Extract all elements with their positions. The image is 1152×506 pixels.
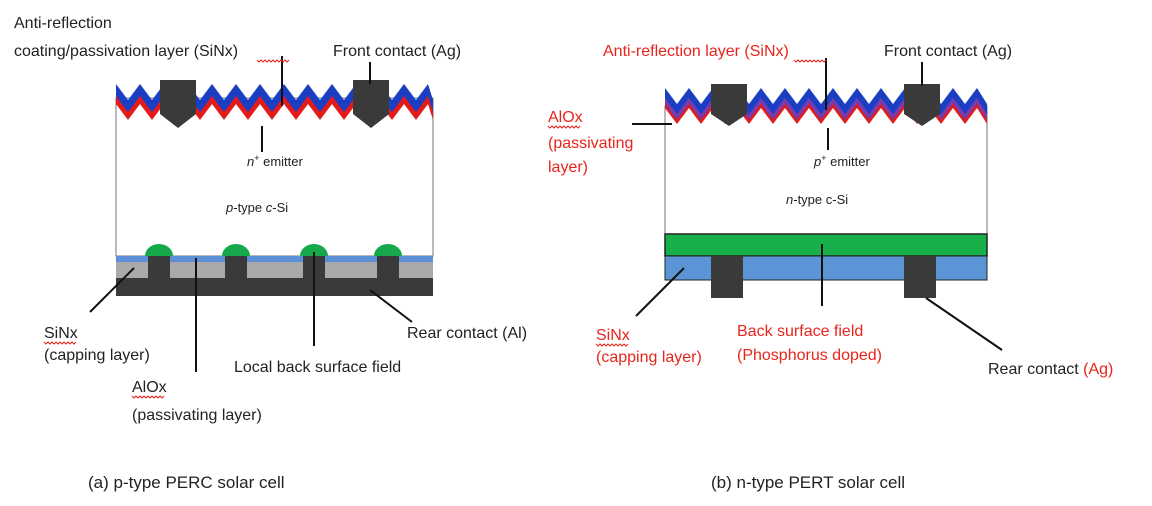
panel-a-arc-label-line1: Anti-reflection <box>14 15 112 32</box>
panel-b-emitter-label: p+ emitter <box>813 153 871 169</box>
panel-a-sinx-label-line1: SiNx <box>44 325 78 342</box>
panel-a-alox-layer <box>116 256 433 262</box>
panel-a-sinx-leader <box>89 267 135 313</box>
panel-b-bsf-layer <box>664 233 988 257</box>
panel-a-lbsf-bump-1 <box>145 244 173 256</box>
panel-b-rear-contact-left <box>711 256 743 298</box>
panel-b-sinx-spellcheck-squiggle <box>595 343 629 347</box>
panel-b-bulk-label: n-type c-Si <box>786 192 848 207</box>
panel-a-lbsf-bump-2 <box>222 244 250 256</box>
panel-b-alox-label-line2: (passivating <box>548 135 633 152</box>
panel-b-rear-contact-label: Rear contact (Ag) <box>988 361 1113 378</box>
panel-a-caption: (a) p-type PERC solar cell <box>88 473 285 492</box>
panel-a-front-contact-label: Front contact (Ag) <box>333 43 461 60</box>
panel-a-rear-contact-leader <box>369 289 413 323</box>
panel-a-front-contact-left <box>160 80 196 128</box>
panel-b-alox-label-line1: AlOx <box>548 109 583 126</box>
panel-a-rear-contact-label: Rear contact (Al) <box>407 325 527 342</box>
panel-b-alox-spellcheck-squiggle <box>547 125 581 129</box>
panel-a-sinx-label-line2: (capping layer) <box>44 347 150 364</box>
panel-a-bulk-wafer <box>115 97 434 257</box>
panel-a-rear-contact-layer <box>116 278 433 296</box>
panel-a-arc-label-line2: coating/passivation layer (SiNx) <box>14 43 238 60</box>
panel-a-sinx-spellcheck-squiggle <box>43 341 77 345</box>
panel-a-front-contact-right <box>353 80 389 128</box>
panel-b-sinx-leader <box>635 267 685 317</box>
panel-a-lbsf-bump-4 <box>374 244 402 256</box>
panel-a-local-contact-1 <box>148 256 170 280</box>
panel-a-bulk-label: p-type c-Si <box>225 200 288 215</box>
panel-a-arc-spellcheck-squiggle <box>256 59 290 63</box>
panel-a-alox-label-line1: AlOx <box>132 379 167 396</box>
panel-a-alox-spellcheck-squiggle <box>131 395 165 399</box>
panel-b-bsf-label-line2: (Phosphorus doped) <box>737 347 882 364</box>
panel-b: Anti-reflection layer (SiNx) Front conta… <box>547 43 1113 492</box>
panel-b-arc-spellcheck-squiggle <box>793 59 827 63</box>
panel-b-bsf-label-line1: Back surface field <box>737 323 863 340</box>
panel-a-local-contact-2 <box>225 256 247 280</box>
panel-a-alox-label-line2: (passivating layer) <box>132 407 262 424</box>
panel-b-front-contact-right <box>904 84 940 126</box>
panel-a-local-contact-4 <box>377 256 399 280</box>
panel-b-alox-label-line3: layer) <box>548 159 588 176</box>
panel-b-front-contact-left <box>711 84 747 126</box>
panel-a-lbsf-label: Local back surface field <box>234 359 401 376</box>
panel-b-bulk-wafer <box>664 105 988 235</box>
panel-a-lbsf-bump-3 <box>300 244 328 256</box>
panel-b-rear-contact-leader <box>925 297 1003 351</box>
panel-b-caption: (b) n-type PERT solar cell <box>711 473 905 492</box>
panel-b-rear-contact-right <box>904 256 936 298</box>
panel-b-arc-label: Anti-reflection layer (SiNx) <box>603 43 789 60</box>
panel-a-emitter-label: n+ emitter <box>247 153 304 169</box>
panel-a: Anti-reflection coating/passivation laye… <box>14 15 527 492</box>
panel-b-sinx-label-line1: SiNx <box>596 327 630 344</box>
panel-b-sinx-label-line2: (capping layer) <box>596 349 702 366</box>
panel-b-front-contact-label: Front contact (Ag) <box>884 43 1012 60</box>
